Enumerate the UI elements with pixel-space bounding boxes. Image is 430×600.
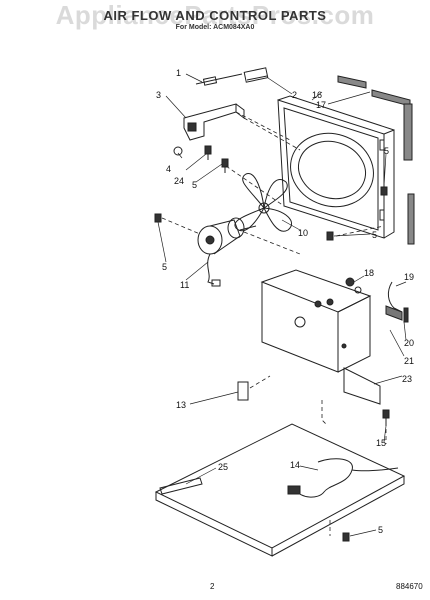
callout-17: 17 xyxy=(316,100,326,110)
callout-13: 13 xyxy=(176,400,186,410)
base-pan-part xyxy=(154,423,406,557)
control-panel-bracket-part xyxy=(260,269,381,405)
screw-part xyxy=(204,145,229,173)
seal-strip-part xyxy=(337,75,415,245)
callout-3: 3 xyxy=(156,90,161,100)
watermark: AppliancePartsPros.com xyxy=(55,0,375,30)
callout-11: 11 xyxy=(180,280,189,290)
callout-23: 23 xyxy=(402,374,412,384)
fan-motor-part xyxy=(197,217,257,287)
control-bracket-part xyxy=(183,103,245,141)
fan-blade-part xyxy=(234,173,293,232)
washer-part xyxy=(173,146,183,156)
screw-part xyxy=(154,186,388,542)
callout-2: 2 xyxy=(292,90,297,100)
callout-4: 4 xyxy=(166,164,171,174)
callout-5c: 5 xyxy=(372,230,377,240)
callout-25: 25 xyxy=(218,462,228,472)
leader-lines xyxy=(157,73,407,537)
callout-5d: 5 xyxy=(162,262,167,272)
callout-24: 24 xyxy=(174,176,184,186)
callout-16: 16 xyxy=(312,90,322,100)
callout-21: 21 xyxy=(404,356,414,366)
page-number: 2 xyxy=(210,582,215,591)
callout-20: 20 xyxy=(404,338,414,348)
power-cord-part xyxy=(287,458,399,498)
document-number: 884670 xyxy=(396,582,423,591)
callout-5e: 5 xyxy=(378,525,383,535)
capacitor-part xyxy=(237,381,249,401)
fan-shroud-part xyxy=(277,95,395,239)
switch-part xyxy=(345,277,409,323)
callout-5a: 5 xyxy=(192,180,197,190)
wire-connector-part xyxy=(195,67,269,86)
callout-labels: 1 2 3 4 24 5 5 5 5 5 16 17 10 11 18 19 2… xyxy=(156,68,414,535)
callout-5b: 5 xyxy=(384,146,389,156)
callout-14: 14 xyxy=(290,460,300,470)
callout-15: 15 xyxy=(376,438,386,448)
diagram-title: AIR FLOW AND CONTROL PARTS xyxy=(103,8,327,23)
callout-10: 10 xyxy=(298,228,308,238)
callout-18: 18 xyxy=(364,268,374,278)
explode-lines xyxy=(161,111,387,536)
drain-tube-part xyxy=(159,477,203,495)
model-subtitle: For Model: ACM084XA0 xyxy=(175,24,255,31)
callout-1: 1 xyxy=(176,68,181,78)
callout-19: 19 xyxy=(404,272,414,282)
